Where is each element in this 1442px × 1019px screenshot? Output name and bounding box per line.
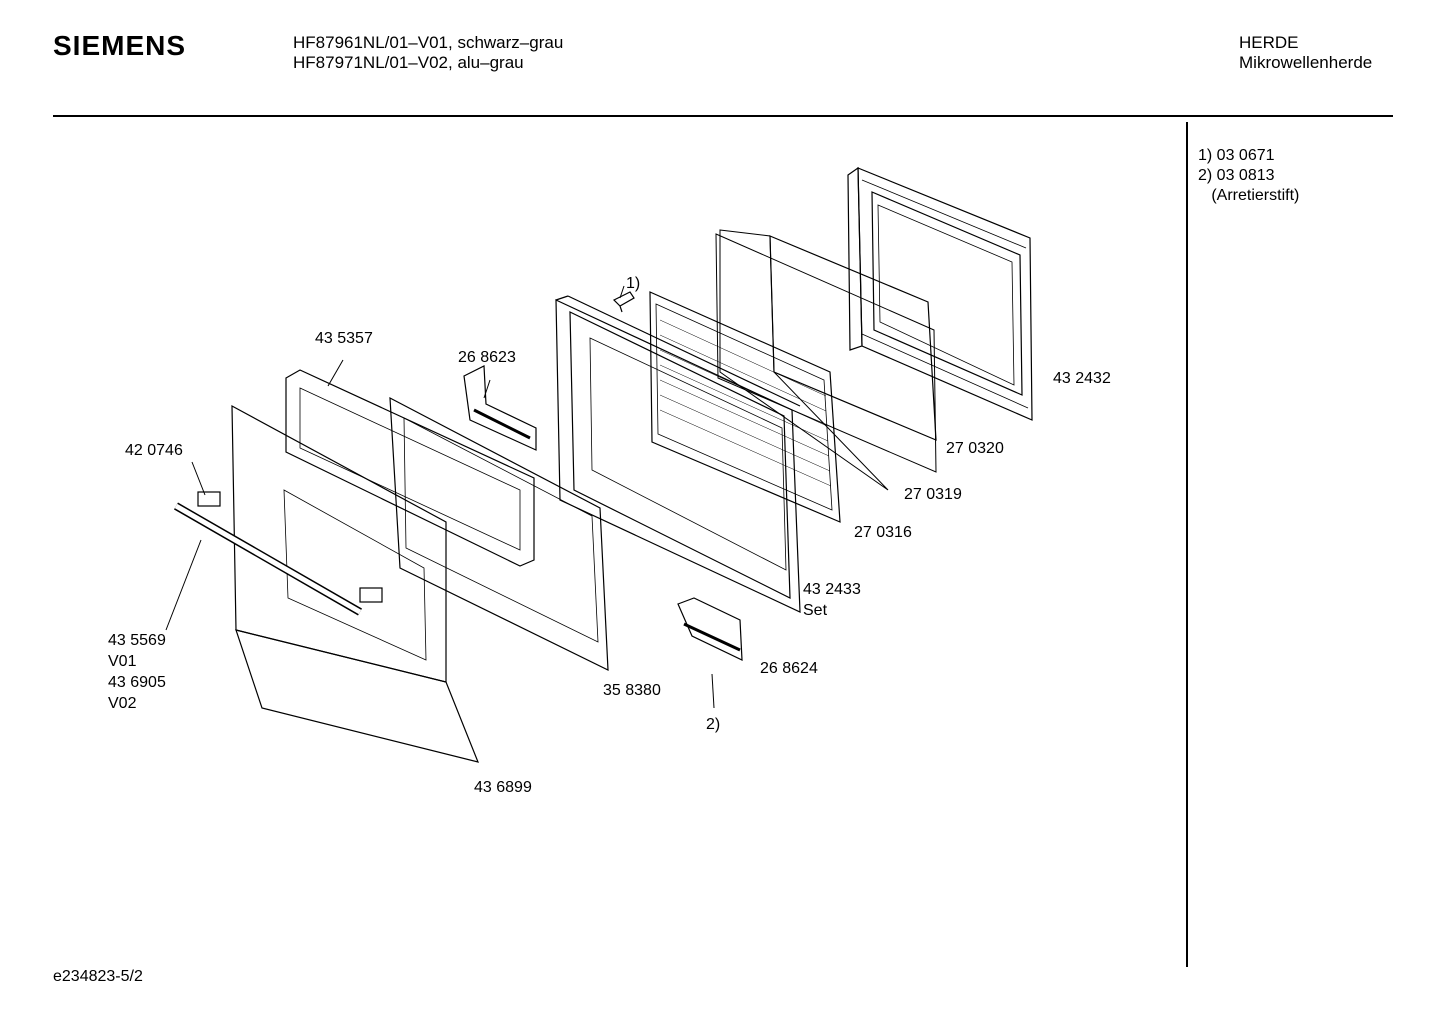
- glass-pane-270319: [719, 229, 889, 491]
- model-list: HF87961NL/01–V01, schwarz–grau HF87971NL…: [293, 33, 563, 73]
- ref-label-2: 2): [706, 716, 721, 733]
- part-label-432433-set: Set: [803, 602, 828, 619]
- hinge-bracket-268623: [463, 365, 537, 451]
- footnote-2: 2) 03 0813: [1198, 167, 1275, 184]
- part-label-v01: V01: [108, 653, 137, 670]
- subcategory-title: Mikrowellenherde: [1239, 53, 1373, 72]
- part-label-270316: 27 0316: [854, 524, 912, 541]
- part-label-435357: 43 5357: [315, 330, 373, 347]
- glass-pane-outline: [715, 233, 937, 473]
- inner-panel-358380: [389, 396, 609, 671]
- outer-back-frame: [847, 166, 1033, 421]
- mesh-screen-270316: [649, 291, 841, 523]
- category-block: HERDE Mikrowellenherde: [1239, 33, 1372, 73]
- part-label-270320: 27 0320: [946, 440, 1004, 457]
- model-line-2: HF87971NL/01–V02, alu–grau: [293, 53, 524, 72]
- part-label-432432: 43 2432: [1053, 370, 1111, 387]
- part-label-436905: 43 6905: [108, 674, 166, 691]
- part-label-268623: 26 8623: [458, 349, 516, 366]
- footnote-3: (Arretierstift): [1198, 187, 1300, 204]
- part-label-432433: 43 2433: [803, 581, 861, 598]
- front-glass-door-436899: [231, 404, 479, 763]
- brand-logo: SIEMENS: [53, 30, 187, 61]
- leader-lines: [165, 285, 715, 709]
- category-title: HERDE: [1239, 33, 1299, 52]
- part-label-268624: 26 8624: [760, 660, 818, 677]
- hinge-bracket-268624: [677, 597, 743, 661]
- footnote-1: 1) 03 0671: [1198, 147, 1275, 164]
- footnotes: 1) 03 0671 2) 03 0813 (Arretierstift): [1198, 146, 1299, 206]
- inner-door-frame-432433: [555, 295, 801, 613]
- header-divider: [53, 115, 1393, 117]
- part-label-270319: 27 0319: [904, 486, 962, 503]
- part-label-436899: 43 6899: [474, 779, 532, 796]
- door-handle-435569: [174, 491, 383, 616]
- clip-ref1: [612, 291, 635, 313]
- part-label-358380: 35 8380: [603, 682, 661, 699]
- part-label-435569: 43 5569: [108, 632, 166, 649]
- document-id: e234823-5/2: [53, 968, 143, 985]
- upper-plate-435357: [285, 369, 535, 567]
- glass-pane-270320: [769, 235, 937, 441]
- ref-label-1: 1): [626, 275, 641, 292]
- model-line-1: HF87961NL/01–V01, schwarz–grau: [293, 33, 564, 52]
- part-label-v02: V02: [108, 695, 137, 712]
- notes-divider: [1186, 122, 1188, 967]
- part-label-420746: 42 0746: [125, 442, 183, 459]
